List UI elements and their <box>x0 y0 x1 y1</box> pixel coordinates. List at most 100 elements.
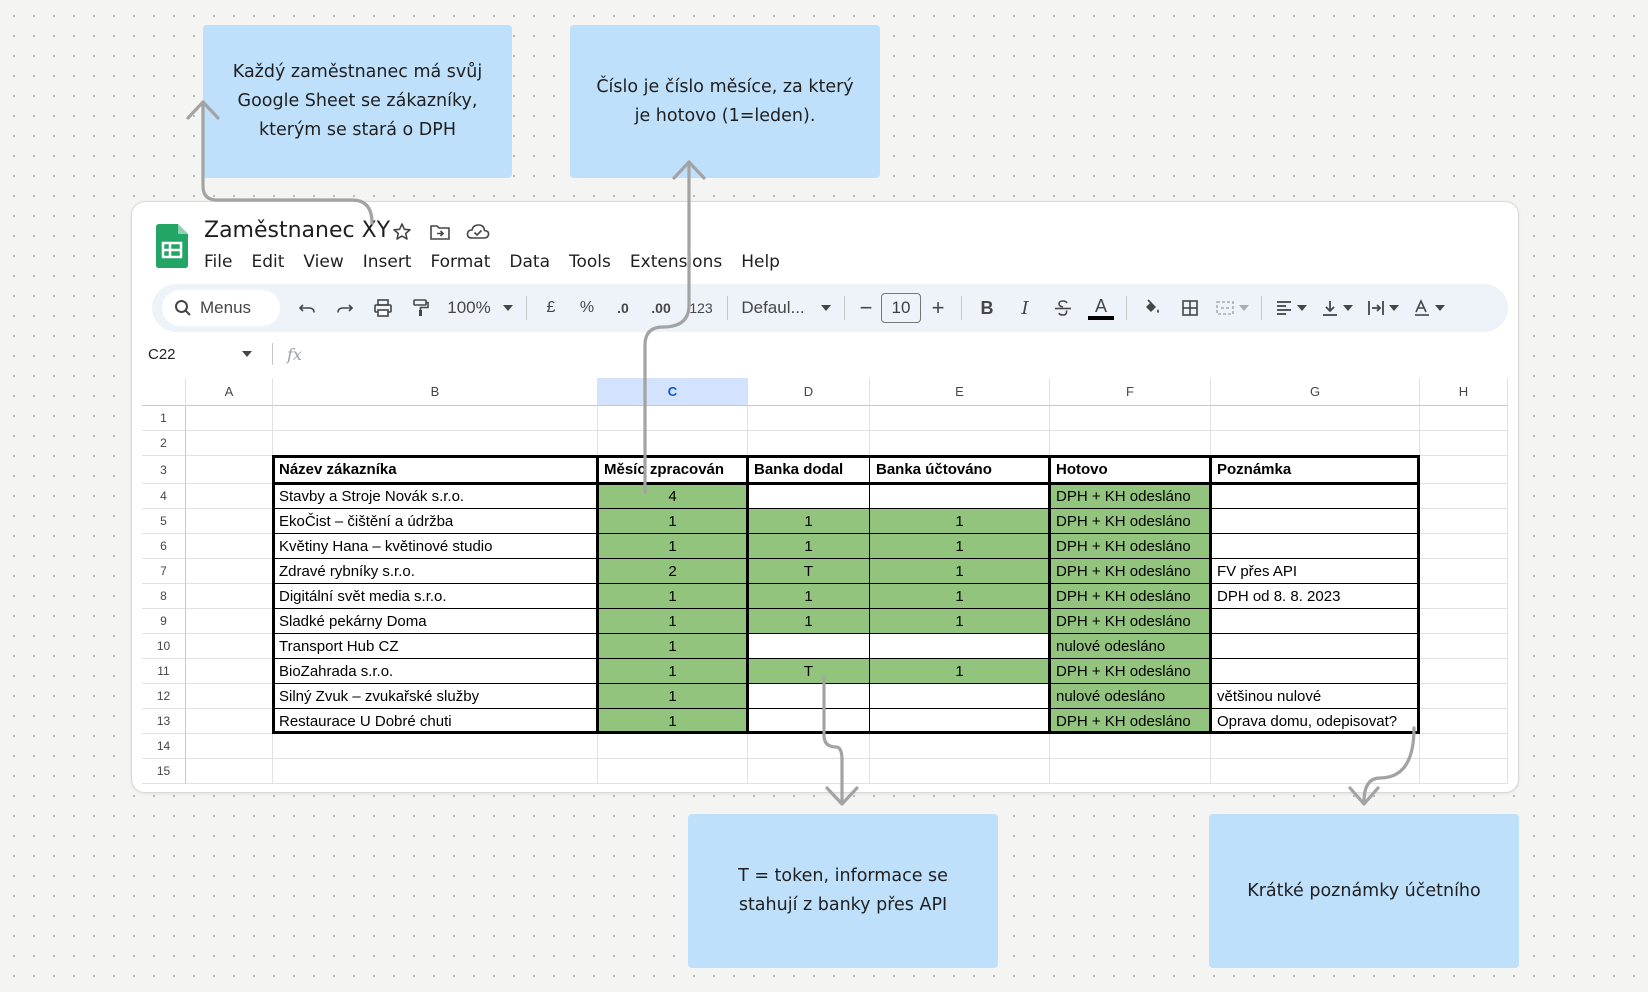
row-header-2[interactable]: 2 <box>142 431 186 456</box>
name-box[interactable]: C22 <box>142 346 252 363</box>
grid-cell[interactable] <box>186 759 273 784</box>
note-cell[interactable] <box>1211 634 1420 659</box>
table-cell[interactable] <box>748 634 870 659</box>
note-cell[interactable]: většinou nulové <box>1211 684 1420 709</box>
note-cell[interactable]: FV přes API <box>1211 559 1420 584</box>
grid-cell[interactable] <box>870 759 1050 784</box>
row-header-8[interactable]: 8 <box>142 584 186 609</box>
increase-decimal-button[interactable]: .00 <box>651 300 671 316</box>
grid-cell[interactable] <box>598 734 748 759</box>
grid-cell[interactable] <box>1211 759 1420 784</box>
grid-cell[interactable] <box>186 609 273 634</box>
grid-cell[interactable] <box>186 659 273 684</box>
table-cell[interactable]: DPH + KH odesláno <box>1050 709 1211 734</box>
table-cell[interactable]: 1 <box>870 609 1050 634</box>
note-cell[interactable]: Oprava domu, odepisovat? <box>1211 709 1420 734</box>
document-title[interactable]: Zaměstnanec XY <box>204 218 391 243</box>
table-cell[interactable]: T <box>748 559 870 584</box>
search-menus-input[interactable]: Menus <box>162 290 280 326</box>
grid-cell[interactable] <box>1050 734 1211 759</box>
menu-data[interactable]: Data <box>509 252 550 272</box>
grid-cell[interactable] <box>1420 709 1508 734</box>
grid-cell[interactable] <box>1420 684 1508 709</box>
row-header-7[interactable]: 7 <box>142 559 186 584</box>
table-cell[interactable] <box>870 709 1050 734</box>
grid-cell[interactable] <box>186 509 273 534</box>
currency-format-button[interactable]: £ <box>546 299 556 316</box>
grid-cell[interactable] <box>273 759 598 784</box>
column-header-d[interactable]: D <box>748 378 870 406</box>
table-cell[interactable] <box>870 484 1050 509</box>
text-rotation-icon[interactable] <box>1406 290 1452 326</box>
menu-tools[interactable]: Tools <box>569 252 611 272</box>
grid-cell[interactable] <box>1420 559 1508 584</box>
table-header-cell[interactable]: Měsíc zpracován <box>598 456 748 484</box>
cloud-status-icon[interactable] <box>466 220 490 244</box>
customer-name-cell[interactable]: Restaurace U Dobré chuti <box>273 709 598 734</box>
table-cell[interactable]: 2 <box>598 559 748 584</box>
table-cell[interactable]: 1 <box>598 534 748 559</box>
grid-cell[interactable] <box>598 431 748 456</box>
grid-cell[interactable] <box>186 534 273 559</box>
table-cell[interactable]: DPH + KH odesláno <box>1050 509 1211 534</box>
table-cell[interactable] <box>748 484 870 509</box>
grid-cell[interactable] <box>186 431 273 456</box>
table-header-cell[interactable]: Hotovo <box>1050 456 1211 484</box>
table-cell[interactable]: 1 <box>598 634 748 659</box>
table-cell[interactable]: DPH + KH odesláno <box>1050 584 1211 609</box>
grid-cell[interactable] <box>1420 509 1508 534</box>
grid-cell[interactable] <box>1420 634 1508 659</box>
menu-view[interactable]: View <box>303 252 344 272</box>
row-header-3[interactable]: 3 <box>142 456 186 484</box>
grid-cell[interactable] <box>748 431 870 456</box>
table-cell[interactable]: 1 <box>598 509 748 534</box>
move-folder-icon[interactable] <box>428 220 452 244</box>
row-header-14[interactable]: 14 <box>142 734 186 759</box>
column-header-a[interactable]: A <box>186 378 273 406</box>
grid-cell[interactable] <box>598 759 748 784</box>
note-cell[interactable] <box>1211 534 1420 559</box>
menu-edit[interactable]: Edit <box>251 252 285 272</box>
redo-icon[interactable] <box>326 290 364 326</box>
grid-cell[interactable] <box>870 406 1050 431</box>
grid-cell[interactable] <box>186 484 273 509</box>
menu-extensions[interactable]: Extensions <box>629 252 723 272</box>
fill-color-icon[interactable] <box>1133 290 1171 326</box>
note-cell[interactable] <box>1211 659 1420 684</box>
grid-cell[interactable] <box>598 406 748 431</box>
font-family-select[interactable]: Defaul... <box>734 290 838 326</box>
row-header-1[interactable]: 1 <box>142 406 186 431</box>
table-cell[interactable]: 1 <box>748 509 870 534</box>
row-header-13[interactable]: 13 <box>142 709 186 734</box>
table-cell[interactable]: nulové odesláno <box>1050 634 1211 659</box>
column-header-f[interactable]: F <box>1050 378 1211 406</box>
customer-name-cell[interactable]: Stavby a Stroje Novák s.r.o. <box>273 484 598 509</box>
grid-cell[interactable] <box>186 559 273 584</box>
font-size-input[interactable]: 10 <box>881 293 921 323</box>
table-cell[interactable]: 1 <box>748 584 870 609</box>
decrease-font-size-icon[interactable]: − <box>859 295 873 320</box>
grid-cell[interactable] <box>186 734 273 759</box>
grid-cell[interactable] <box>870 734 1050 759</box>
table-cell[interactable]: 1 <box>870 659 1050 684</box>
grid-cell[interactable] <box>1050 431 1211 456</box>
row-header-4[interactable]: 4 <box>142 484 186 509</box>
note-cell[interactable] <box>1211 509 1420 534</box>
column-header-b[interactable]: B <box>273 378 598 406</box>
table-cell[interactable]: 1 <box>598 709 748 734</box>
row-header-15[interactable]: 15 <box>142 759 186 784</box>
note-cell[interactable] <box>1211 484 1420 509</box>
table-header-cell[interactable]: Banka dodal <box>748 456 870 484</box>
row-header-9[interactable]: 9 <box>142 609 186 634</box>
table-cell[interactable]: 1 <box>598 684 748 709</box>
grid-cell[interactable] <box>186 709 273 734</box>
grid-cell[interactable] <box>1211 431 1420 456</box>
customer-name-cell[interactable]: Květiny Hana – květinové studio <box>273 534 598 559</box>
increase-font-size-icon[interactable]: + <box>931 295 945 320</box>
grid-cell[interactable] <box>1420 406 1508 431</box>
table-cell[interactable]: 1 <box>598 584 748 609</box>
grid-cell[interactable] <box>1420 484 1508 509</box>
table-cell[interactable]: T <box>748 659 870 684</box>
column-header-g[interactable]: G <box>1211 378 1420 406</box>
customer-name-cell[interactable]: Transport Hub CZ <box>273 634 598 659</box>
